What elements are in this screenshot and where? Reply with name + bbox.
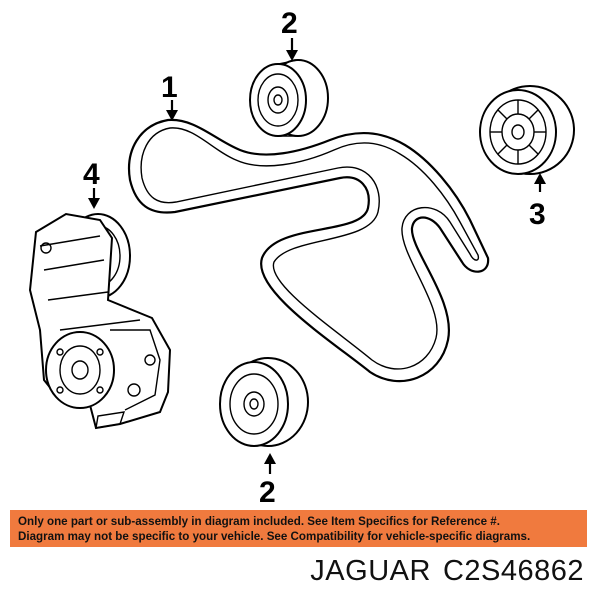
disclaimer-line-2: Diagram may not be specific to your vehi… [18, 530, 531, 543]
callout-idler-top: 2 [281, 7, 298, 40]
idler-pulley-right [479, 85, 575, 175]
leader-lines [88, 38, 546, 474]
idler-pulley-top [249, 59, 329, 137]
callout-idler-right: 3 [529, 198, 546, 231]
idler-pulley-bottom [219, 357, 309, 447]
callout-idler-bottom: 2 [259, 476, 276, 509]
belt-routing-diagram: 1 2 3 4 2 [28, 7, 575, 509]
belt-tensioner [28, 212, 172, 430]
callout-belt: 1 [161, 71, 178, 104]
serpentine-belt [127, 118, 490, 383]
callout-tensioner: 4 [83, 158, 100, 191]
brand-name: JAGUAR [310, 555, 431, 587]
disclaimer-line-1: Only one part or sub-assembly in diagram… [18, 515, 500, 528]
disclaimer-banner: Only one part or sub-assembly in diagram… [10, 510, 587, 547]
part-number: C2S46862 [442, 555, 584, 587]
part-identifier: JAGUAR C2S46862 [310, 555, 584, 588]
